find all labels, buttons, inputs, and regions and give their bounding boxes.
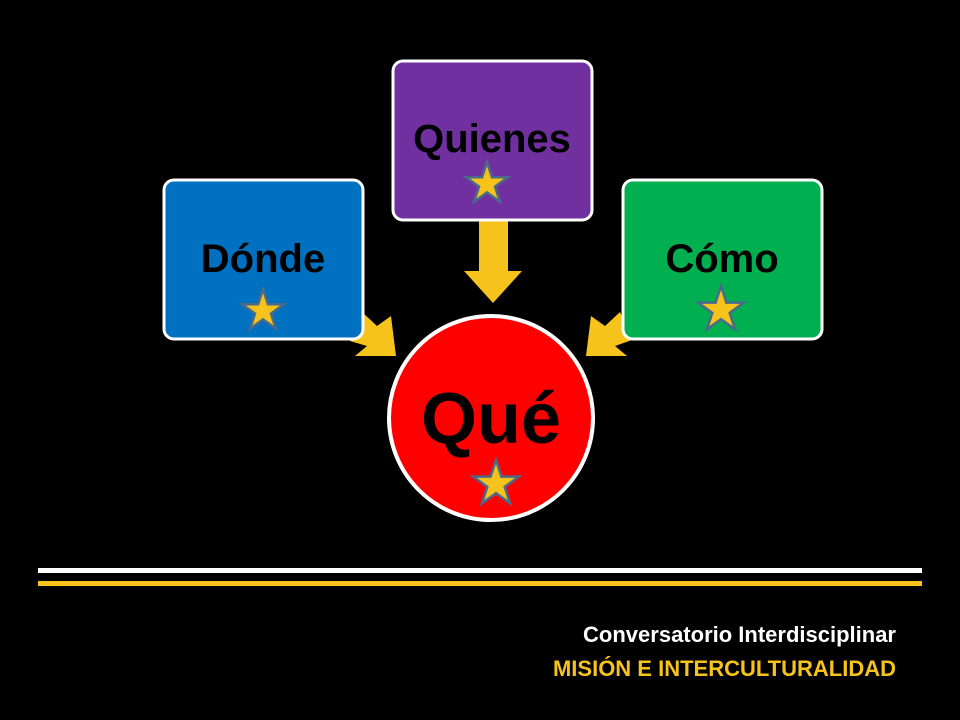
- node-que: Qué: [387, 314, 595, 522]
- node-donde: Dónde: [162, 178, 365, 341]
- star-icon: [469, 455, 523, 507]
- star-icon: [238, 284, 288, 333]
- node-quienes: Quienes: [391, 59, 594, 222]
- node-como: Cómo: [621, 178, 824, 341]
- divider-yellow: [38, 581, 922, 586]
- arrow-quienes-to-que: [464, 220, 522, 303]
- arrow-como-to-que: [586, 312, 632, 356]
- hub-diagram: Qué Dónde Quienes Cómo: [162, 59, 824, 522]
- donde-box: [162, 178, 365, 341]
- footer-subtitle: MISIÓN E INTERCULTURALIDAD: [552, 656, 896, 681]
- star-icon: [694, 281, 748, 333]
- como-box: [621, 178, 824, 341]
- que-label: Qué: [421, 379, 561, 459]
- star-icon: [462, 157, 512, 206]
- que-circle: [387, 314, 595, 522]
- quienes-box: [391, 59, 594, 222]
- divider-white: [38, 568, 922, 573]
- quienes-label: Quienes: [413, 117, 571, 161]
- como-label: Cómo: [665, 237, 778, 281]
- footer-title: Conversatorio Interdisciplinar: [583, 622, 896, 647]
- donde-label: Dónde: [201, 237, 325, 281]
